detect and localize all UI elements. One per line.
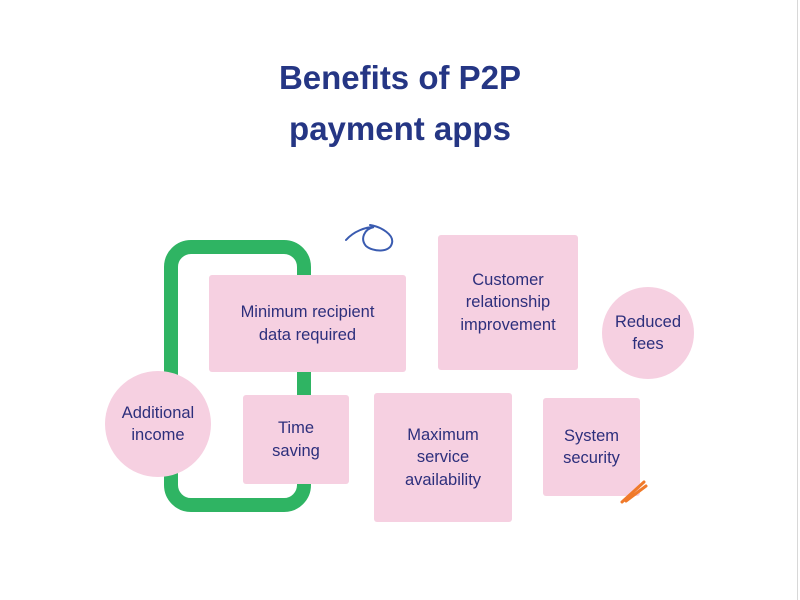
orange-stroke-decoration [620,480,648,504]
benefit-reduced-fees: Reduced fees [602,287,694,379]
benefit-label: Time saving [272,419,320,460]
title-line-2: payment apps [289,110,511,147]
benefit-label: System security [563,426,620,468]
window-edge [797,0,798,600]
benefit-label: Customer relationship improvement [460,270,556,334]
benefit-label: Additional income [121,403,195,445]
benefit-minimum-recipient-data: Minimum recipient data required [209,275,406,372]
benefit-customer-relationship: Customer relationship improvement [438,235,578,370]
benefit-additional-income: Additional income [105,371,211,477]
benefit-label: Reduced fees [614,312,682,354]
benefit-maximum-service-availability: Maximum service availability [374,393,512,522]
page-title: Benefits of P2P payment apps [0,52,800,154]
benefit-label: Maximum service availability [404,425,482,489]
squiggle-decoration [345,224,394,252]
benefit-label: Minimum recipient data required [240,303,375,344]
benefit-time-saving: Time saving [243,395,349,484]
benefit-system-security: System security [543,398,640,496]
title-line-1: Benefits of P2P [278,59,522,96]
